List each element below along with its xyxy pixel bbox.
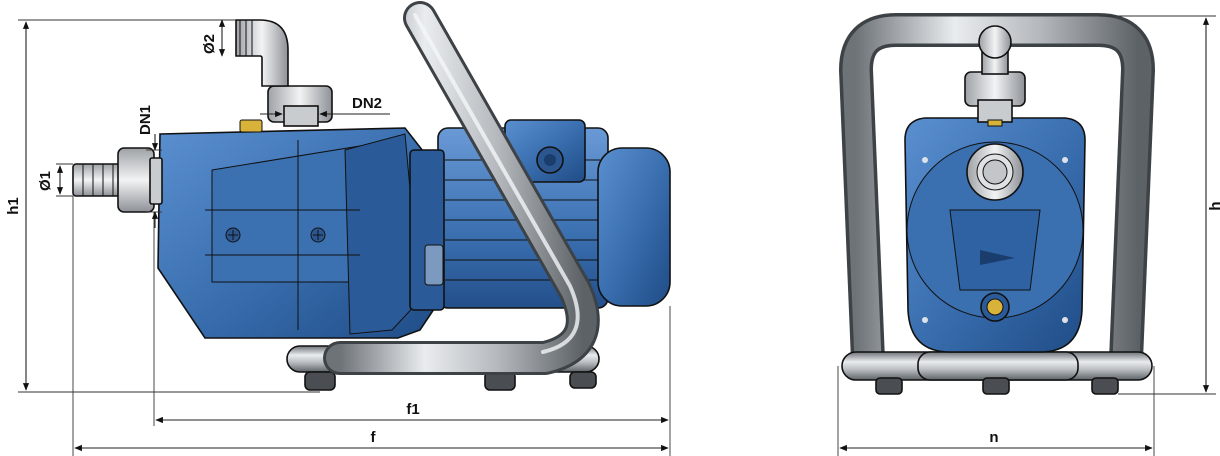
- label-d2: Ø2: [201, 34, 218, 54]
- label-f1: f1: [406, 401, 419, 418]
- feet: [304, 371, 597, 391]
- front-view: h n: [837, 13, 1220, 456]
- front-dimensions: [837, 15, 1216, 456]
- inlet-fitting: [72, 147, 163, 213]
- front-outlet: [964, 25, 1026, 127]
- label-dn2: DN2: [352, 95, 382, 112]
- front-feet: [875, 377, 1119, 395]
- carry-handle: [323, 1, 600, 375]
- side-view: Ø2 DN1 DN2 Ø1 h1 f1 f: [5, 1, 671, 456]
- label-n: n: [989, 429, 998, 446]
- side-dimensions: [18, 19, 671, 456]
- front-pump-body: [904, 117, 1086, 353]
- pump-housing: [157, 119, 445, 339]
- label-dn1: DN1: [137, 105, 154, 135]
- label-f: f: [371, 429, 377, 446]
- label-d1: Ø1: [37, 171, 54, 191]
- label-h1: h1: [5, 197, 22, 215]
- label-h: h: [1207, 201, 1220, 210]
- outlet-fitting: [235, 19, 333, 127]
